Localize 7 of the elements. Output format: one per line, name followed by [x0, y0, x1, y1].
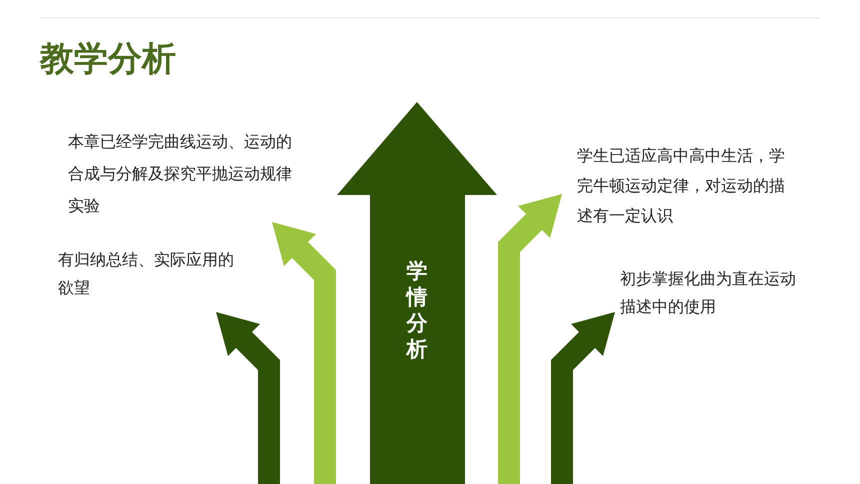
slide-title: 教学分析	[40, 38, 176, 81]
note-text: 初步掌握化曲为直在运动描述中的使用	[620, 268, 797, 318]
arrow-label: 学情分析	[406, 258, 428, 362]
note-text: 有归纳总结、实际应用的欲望	[58, 249, 235, 299]
note-text: 本章已经学完曲线运动、运动的合成与分解及探究平抛运动规律实验	[68, 131, 293, 217]
note-text: 学生已适应高中高中生活，学完牛顿运动定律，对运动的描述有一定认识	[577, 145, 786, 227]
up-arrow	[337, 102, 497, 484]
